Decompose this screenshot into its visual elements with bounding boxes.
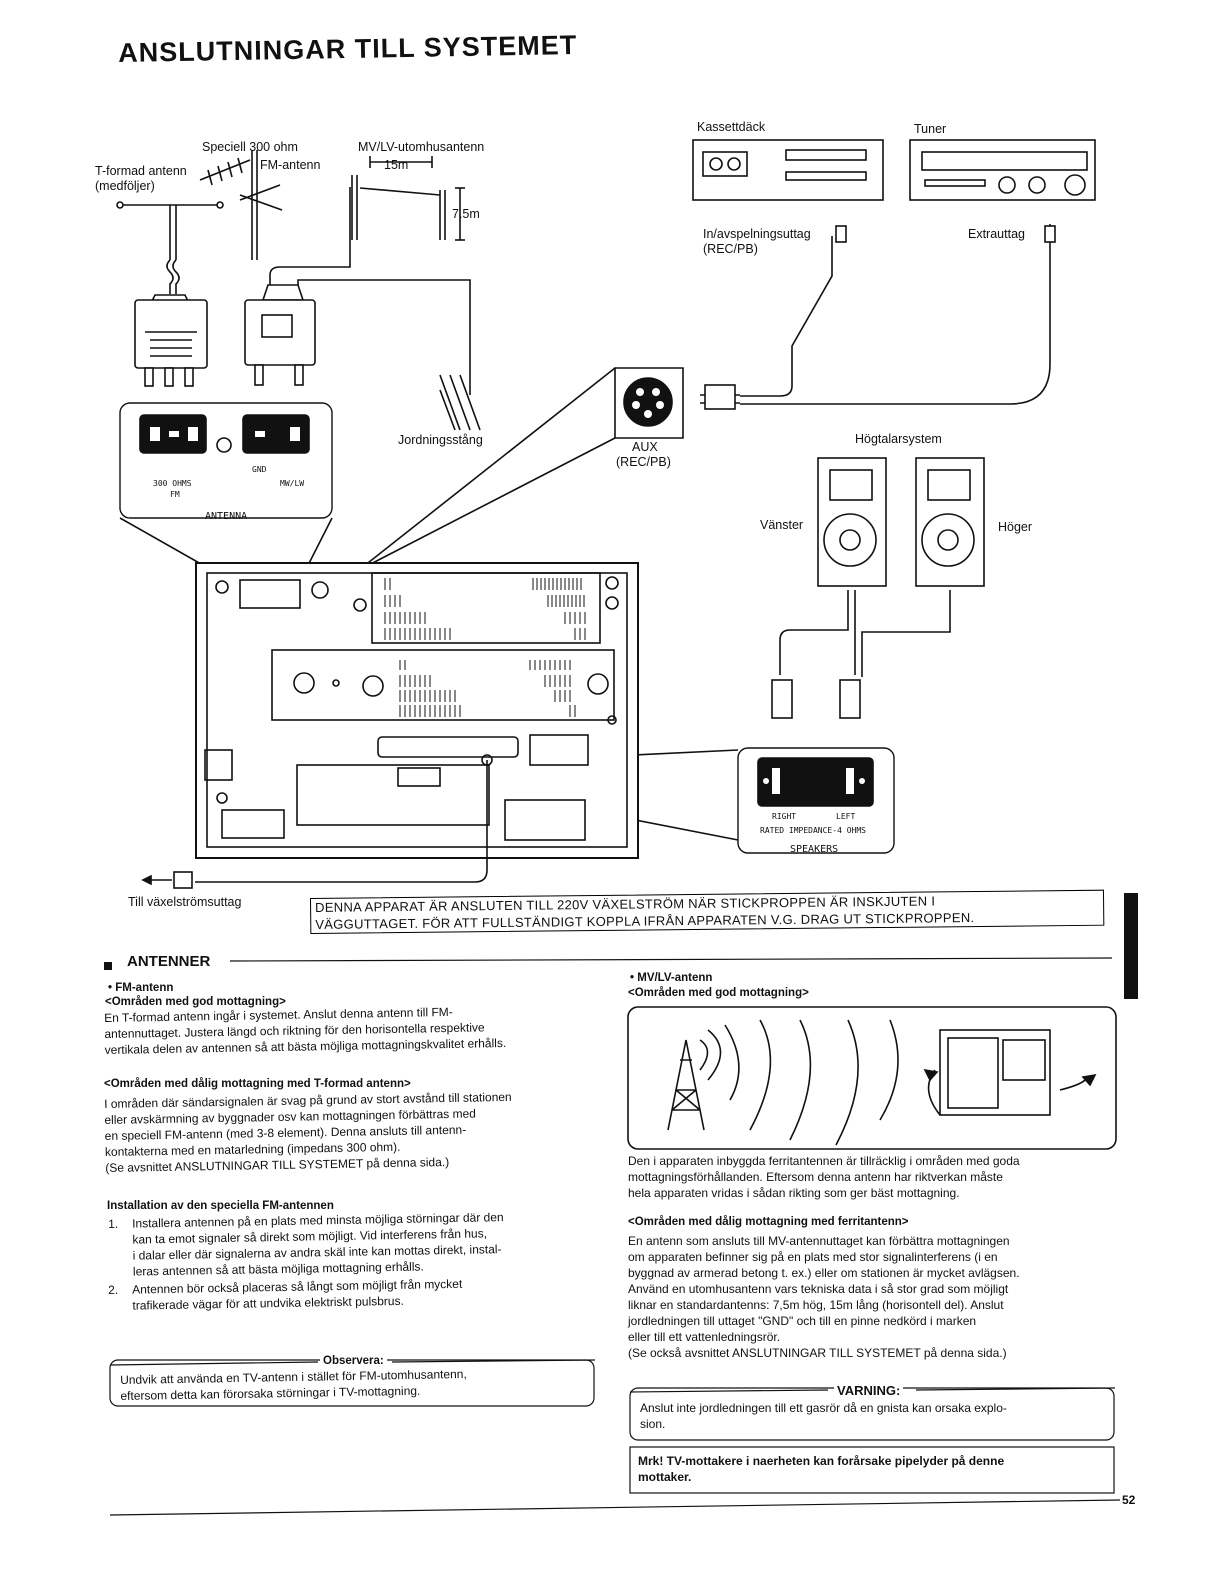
panel-mwlw: MW/LW — [280, 479, 305, 488]
extra-jack-label: Extrauttag — [968, 227, 1025, 241]
mwlw-antenna-heading: MV/LV-antenn — [637, 972, 713, 984]
install-step-2-number: 2. — [108, 1282, 119, 1297]
t-antenna-sub-label: (medföljer) — [95, 179, 155, 193]
speaker-terminal-title: SPEAKERS — [790, 844, 839, 855]
mw-good-reception-text: Den i apparaten inbyggda ferritantennen … — [628, 1154, 1020, 1200]
fm-poor-reception-text: I områden där sändarsignalen är svag på … — [104, 1089, 512, 1175]
mwlw-antenna-bullet: • MV/LV-antenn — [630, 972, 713, 984]
fm-antenna-heading: FM-antenn — [115, 982, 174, 994]
panel-fm: FM — [170, 490, 180, 499]
aux-label: AUX — [632, 440, 658, 454]
panel-300-ohms: 300 OHMS — [153, 479, 192, 488]
varning-heading: VARNING: — [834, 1383, 904, 1398]
observe-heading: Observera: — [320, 1355, 387, 1367]
dimension-15m: 15m — [384, 158, 409, 172]
right-speaker-label: Höger — [998, 520, 1033, 534]
install-step-1: 1. Installera antennen på en plats med m… — [108, 1210, 504, 1279]
tuner-label: Tuner — [914, 122, 947, 136]
install-heading: Installation av den speciella FM-antenne… — [107, 1200, 334, 1212]
mw-poor-reception-heading: <Områden med dålig mottagning med ferrit… — [628, 1216, 909, 1228]
section-heading-antenner: ANTENNER — [127, 953, 211, 970]
rec-pb-jack-sub-label: (REC/PB) — [703, 242, 758, 256]
cassette-deck-label: Kassettdäck — [697, 120, 766, 134]
aux-rec-pb-label: (REC/PB) — [616, 455, 671, 469]
fm-antenna-bullet: • FM-antenn — [108, 982, 174, 994]
varning-text: Anslut inte jordledningen till ett gasrö… — [640, 1401, 1007, 1431]
left-speaker-label: Vänster — [760, 518, 804, 532]
t-antenna-label: T-formad antenn — [95, 164, 187, 178]
fm-good-reception-text: En T-formad antenn ingår i systemet. Ans… — [104, 1004, 507, 1057]
panel-antenna: ANTENNA — [205, 511, 248, 522]
mw-good-reception-heading: <Områden med god mottagning> — [628, 987, 809, 999]
install-step-1-number: 1. — [108, 1216, 119, 1231]
mwlw-outdoor-antenna-label: MV/LV-utomhusantenn — [358, 140, 485, 154]
special-300ohm-label: Speciell 300 ohm — [202, 140, 298, 154]
panel-gnd: GND — [252, 465, 267, 474]
page-number: 52 — [1122, 1493, 1136, 1507]
mrk-note: Mrk! TV-mottakere i naerheten kan forårs… — [638, 1454, 1005, 1484]
speaker-system-label: Högtalarsystem — [855, 432, 942, 446]
speaker-left-terminal: LEFT — [836, 812, 856, 821]
speaker-rated-impedance: RATED IMPEDANCE-4 OHMS — [760, 826, 866, 835]
fm-good-reception-heading: <Områden med god mottagning> — [105, 996, 286, 1008]
mw-poor-reception-text: En antenn som ansluts till MV-antennutta… — [628, 1234, 1020, 1360]
rec-pb-jack-label: In/avspelningsuttag — [703, 227, 811, 241]
fm-poor-reception-heading: <Områden med dålig mottagning med T-form… — [104, 1078, 411, 1090]
grounding-rod-label: Jordningsstång — [398, 433, 483, 447]
fm-antenna-label: FM-antenn — [260, 158, 321, 172]
dimension-7-5m: 7.5m — [452, 207, 480, 221]
speaker-right-terminal: RIGHT — [772, 812, 797, 821]
mains-outlet-label: Till växelströmsuttag — [128, 895, 242, 909]
